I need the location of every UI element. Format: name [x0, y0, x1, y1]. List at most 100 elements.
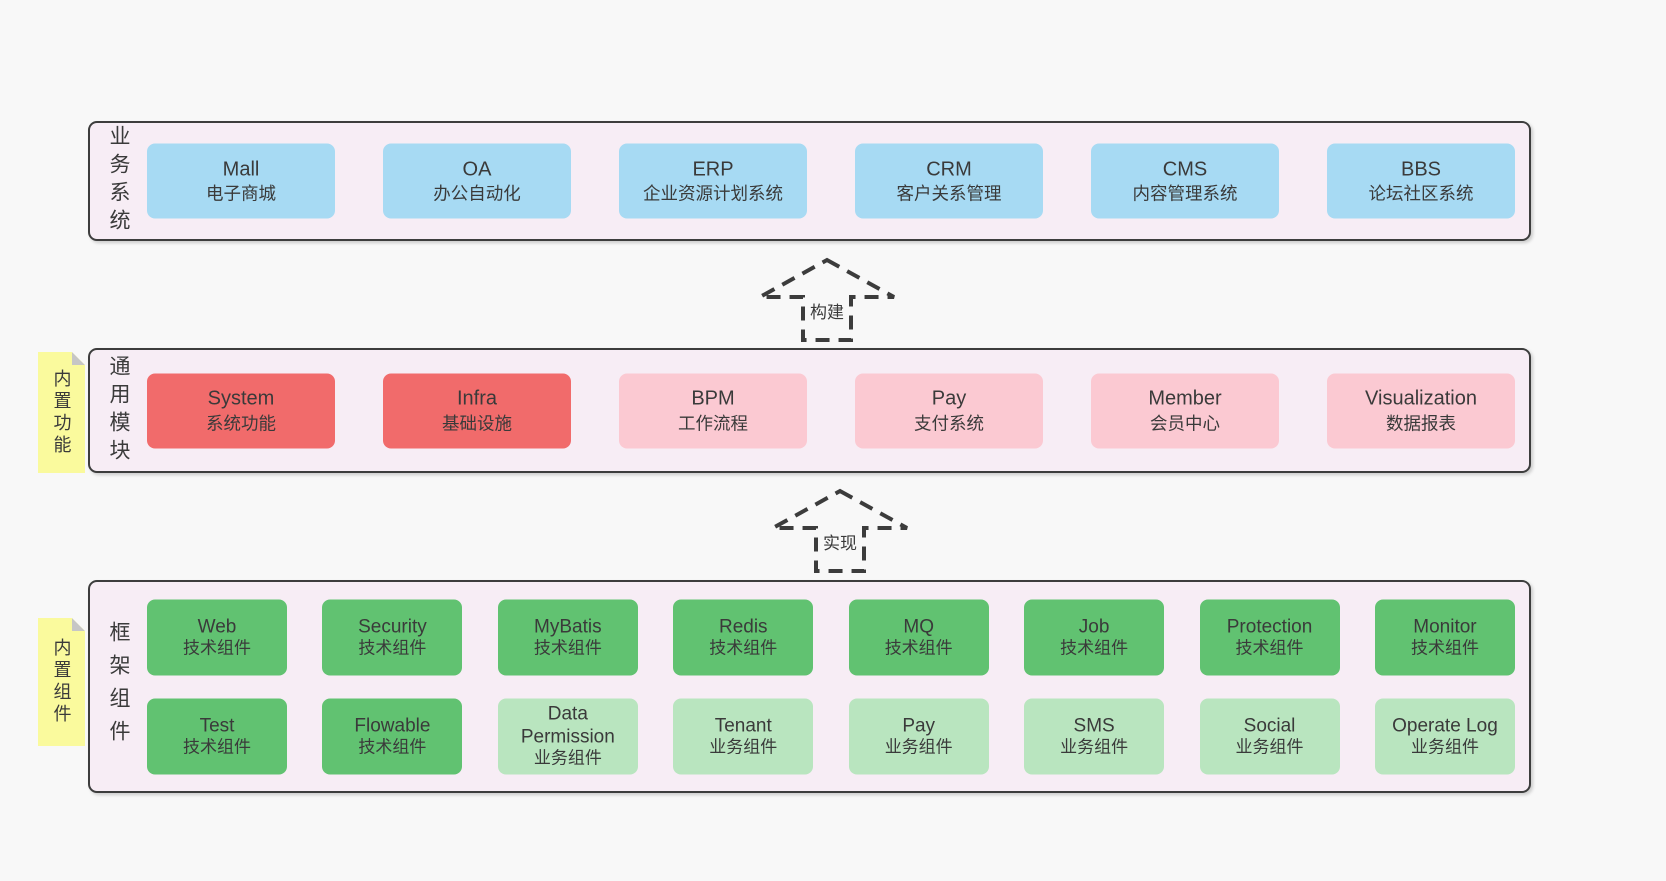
build-arrow-label: 构建	[807, 298, 847, 323]
node-subtitle: 业务组件	[709, 737, 778, 757]
node-redis: Redis 技术组件	[673, 599, 814, 675]
node-mq: MQ 技术组件	[848, 599, 989, 675]
sticky-note-label: 内置组件	[51, 638, 72, 726]
common-modules-row: System 系统功能 Infra 基础设施 BPM 工作流程 Pay 支付系统…	[147, 373, 1515, 448]
up-arrow-icon	[772, 488, 908, 573]
node-subtitle: 业务组件	[1235, 737, 1304, 757]
node-subtitle: 会员中心	[1150, 413, 1220, 434]
implement-arrow: 实现	[770, 488, 910, 574]
node-subtitle: 业务组件	[884, 737, 953, 757]
node-subtitle: 技术组件	[1060, 638, 1129, 658]
node-title: ERP	[692, 158, 734, 181]
node-title: System	[207, 387, 275, 410]
node-operate-log: Operate Log 业务组件	[1374, 698, 1515, 774]
node-subtitle: 技术组件	[358, 638, 427, 658]
sticky-note-built-in-components: 内置组件	[38, 618, 85, 746]
node-bpm: BPM 工作流程	[619, 373, 807, 448]
node-title: OA	[462, 158, 492, 181]
node-title: Tenant	[714, 715, 772, 737]
node-subtitle: 业务组件	[533, 748, 602, 768]
layer-framework-components: 框架组件 Web 技术组件 Security 技术组件 MyBatis 技术组件…	[88, 580, 1531, 793]
node-flowable: Flowable 技术组件	[322, 698, 463, 774]
node-test: Test 技术组件	[147, 698, 287, 774]
node-subtitle: 技术组件	[884, 638, 953, 658]
up-arrow-icon	[759, 257, 895, 342]
node-social: Social 业务组件	[1199, 698, 1340, 774]
node-mall: Mall 电子商城	[147, 143, 335, 219]
sticky-note-built-in-features: 内置功能	[38, 352, 85, 473]
node-tenant: Tenant 业务组件	[673, 698, 814, 774]
node-visualization: Visualization 数据报表	[1327, 373, 1515, 448]
node-web: Web 技术组件	[147, 599, 287, 675]
node-protection: Protection 技术组件	[1199, 599, 1340, 675]
node-subtitle: 技术组件	[358, 737, 427, 757]
node-cms: CMS 内容管理系统	[1091, 143, 1279, 219]
node-bbs: BBS 论坛社区系统	[1327, 143, 1515, 219]
folded-corner-icon	[72, 352, 85, 365]
node-title: Infra	[456, 387, 498, 410]
node-title: Visualization	[1365, 387, 1477, 410]
node-subtitle: 企业资源计划系统	[643, 183, 783, 204]
node-title: Protection	[1226, 616, 1313, 638]
build-arrow: 构建	[757, 257, 897, 343]
node-subtitle: 电子商城	[206, 183, 276, 204]
node-title: BBS	[1400, 158, 1442, 181]
node-member: Member 会员中心	[1091, 373, 1279, 448]
node-system: System 系统功能	[147, 373, 335, 448]
node-title: Web	[197, 616, 237, 638]
business-systems-row: Mall 电子商城 OA 办公自动化 ERP 企业资源计划系统 CRM 客户关系…	[147, 143, 1515, 219]
node-title: MyBatis	[534, 616, 602, 638]
node-oa: OA 办公自动化	[383, 143, 571, 219]
layer-label-common-modules: 通用模块	[107, 354, 130, 467]
layer-label-framework-components: 框架组件	[107, 620, 130, 753]
node-security: Security 技术组件	[322, 599, 463, 675]
layer-business-systems: 业务系统 Mall 电子商城 OA 办公自动化 ERP 企业资源计划系统 CRM…	[88, 121, 1531, 241]
node-title: Test	[199, 715, 235, 737]
sticky-note-label: 内置功能	[51, 368, 72, 457]
node-subtitle: 系统功能	[206, 413, 276, 434]
node-title: Social	[1243, 715, 1296, 737]
node-title: Flowable	[354, 715, 431, 737]
node-infra: Infra 基础设施	[383, 373, 571, 448]
node-pay-component: Pay 业务组件	[848, 698, 989, 774]
node-title: SMS	[1073, 715, 1115, 737]
node-subtitle: 客户关系管理	[896, 183, 1002, 204]
node-subtitle: 办公自动化	[433, 183, 521, 204]
node-crm: CRM 客户关系管理	[855, 143, 1043, 219]
node-subtitle: 技术组件	[183, 737, 251, 757]
implement-arrow-label: 实现	[820, 529, 860, 554]
node-subtitle: 支付系统	[914, 413, 984, 434]
node-data-permission: Data Permission 业务组件	[497, 698, 638, 774]
node-title: Pay	[931, 387, 967, 410]
node-subtitle: 业务组件	[1060, 737, 1129, 757]
node-title: Mall	[222, 158, 260, 181]
node-title: Security	[358, 616, 427, 638]
node-subtitle: 基础设施	[442, 413, 512, 434]
node-title: Redis	[718, 616, 768, 638]
node-subtitle: 工作流程	[678, 413, 748, 434]
node-subtitle: 内容管理系统	[1132, 183, 1238, 204]
node-job: Job 技术组件	[1024, 599, 1165, 675]
node-title: Pay	[902, 715, 936, 737]
layer-label-business-systems: 业务系统	[107, 125, 130, 237]
node-erp: ERP 企业资源计划系统	[619, 143, 807, 219]
node-subtitle: 技术组件	[183, 638, 251, 658]
framework-components-grid: Web 技术组件 Security 技术组件 MyBatis 技术组件 Redi…	[147, 599, 1515, 774]
node-subtitle: 数据报表	[1386, 413, 1456, 434]
node-title: Data Permission	[520, 703, 615, 748]
node-subtitle: 技术组件	[709, 638, 778, 658]
node-title: Monitor	[1413, 616, 1477, 638]
node-monitor: Monitor 技术组件	[1374, 599, 1515, 675]
node-pay-module: Pay 支付系统	[855, 373, 1043, 448]
node-subtitle: 技术组件	[533, 638, 602, 658]
node-subtitle: 论坛社区系统	[1368, 183, 1474, 204]
node-title: BPM	[691, 387, 735, 410]
node-title: MQ	[903, 616, 934, 638]
folded-corner-icon	[72, 618, 85, 631]
node-mybatis: MyBatis 技术组件	[497, 599, 638, 675]
node-sms: SMS 业务组件	[1024, 698, 1165, 774]
node-title: Job	[1078, 616, 1110, 638]
node-title: Operate Log	[1392, 715, 1498, 737]
node-title: CMS	[1162, 158, 1208, 181]
